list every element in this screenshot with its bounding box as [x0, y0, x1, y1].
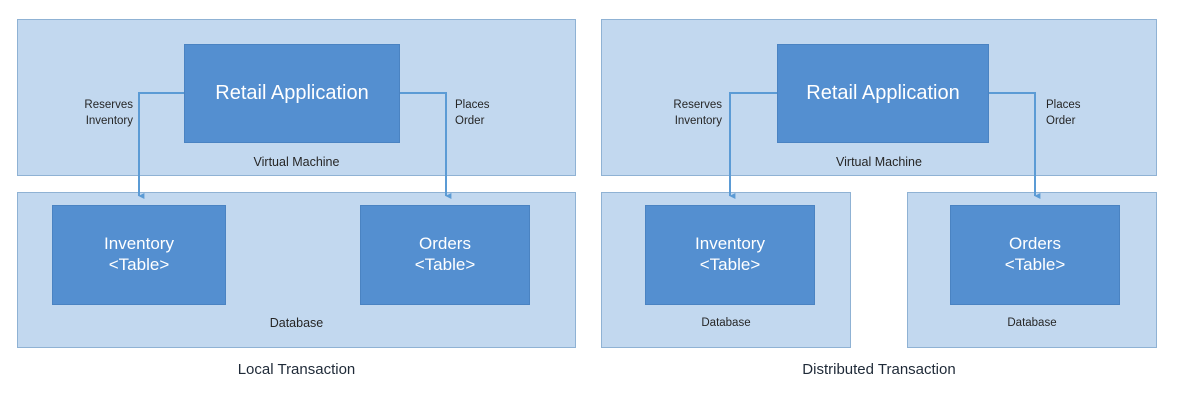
left-reserves-inventory-line1: Reserves	[84, 99, 133, 111]
left-places-order-line1: Places	[455, 99, 490, 111]
left-orders-table-type: <Table>	[414, 255, 476, 274]
right-places-order-line2: Order	[1046, 115, 1076, 128]
left-orders-table-box: Orders <Table>	[360, 205, 530, 305]
right-orders-table-box: Orders <Table>	[950, 205, 1120, 305]
left-places-order-line2: Order	[455, 115, 485, 128]
left-reserves-inventory-line2: Inventory	[85, 115, 133, 128]
right-orders-table-type: <Table>	[1004, 255, 1066, 274]
left-inventory-table-name: Inventory	[104, 234, 174, 254]
left-virtual-machine-label: Virtual Machine	[253, 155, 340, 169]
left-orders-table-name: Orders	[419, 234, 471, 254]
right-panel-caption: Distributed Transaction	[802, 361, 956, 378]
right-orders-database-label: Database	[1007, 317, 1057, 329]
right-places-order-label: Places Order	[1046, 97, 1146, 129]
left-inventory-table-type: <Table>	[108, 255, 170, 274]
right-orders-table-name: Orders	[1009, 234, 1061, 254]
right-virtual-machine-label: Virtual Machine	[836, 155, 922, 169]
left-database-label: Database	[269, 316, 324, 330]
right-inventory-table-name: Inventory	[695, 234, 765, 254]
left-retail-application-box: Retail Application	[184, 44, 400, 143]
right-reserves-inventory-line1: Reserves	[673, 99, 722, 111]
right-places-order-line1: Places	[1046, 99, 1081, 111]
left-inventory-table-box: Inventory <Table>	[52, 205, 226, 305]
right-reserves-inventory-label: Reserves Inventory	[622, 97, 722, 129]
left-places-order-label: Places Order	[455, 97, 555, 129]
right-retail-application-label: Retail Application	[806, 82, 960, 105]
left-retail-application-label: Retail Application	[215, 82, 369, 105]
right-retail-application-box: Retail Application	[777, 44, 989, 143]
right-reserves-inventory-line2: Inventory	[674, 115, 722, 128]
right-inventory-table-box: Inventory <Table>	[645, 205, 815, 305]
left-panel-caption: Local Transaction	[237, 361, 356, 378]
right-inventory-table-type: <Table>	[699, 255, 761, 274]
right-inventory-database-label: Database	[701, 317, 751, 329]
left-reserves-inventory-label: Reserves Inventory	[33, 97, 133, 129]
